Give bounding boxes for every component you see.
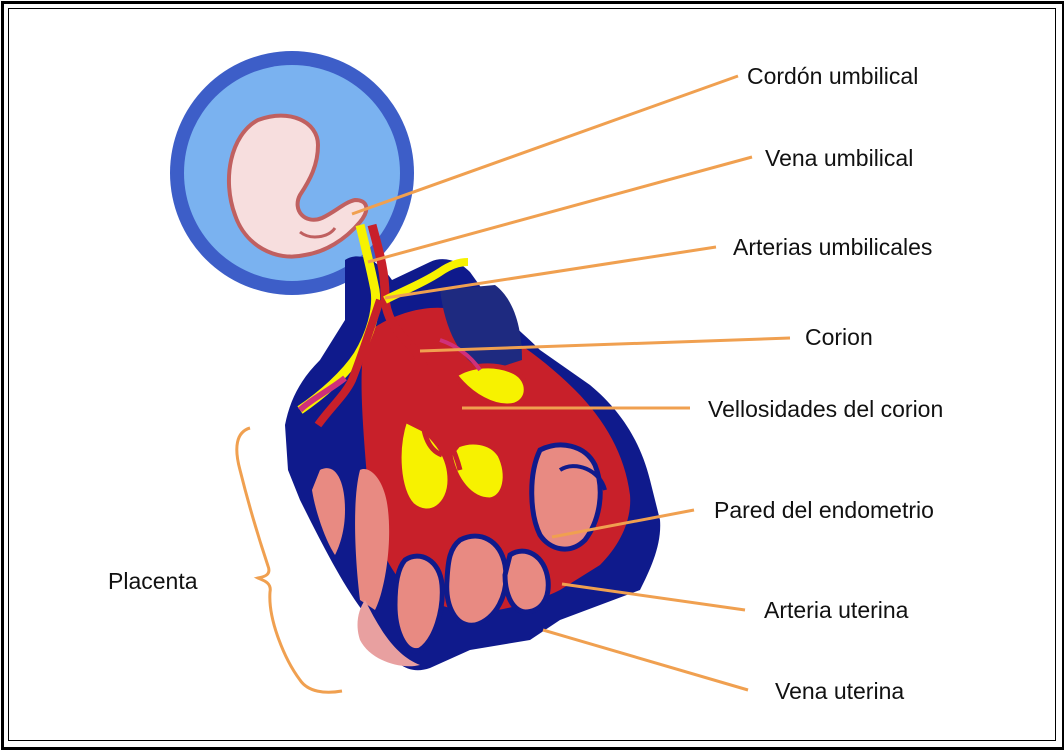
label-pared-endometrio: Pared del endometrio <box>714 496 934 524</box>
label-placenta: Placenta <box>108 567 198 595</box>
leader-vena-uterina <box>543 630 748 690</box>
label-vellosidades: Vellosidades del corion <box>708 395 943 423</box>
label-arterias-umbilicales: Arterias umbilicales <box>733 233 932 261</box>
leader-vena-umbilical <box>368 157 752 262</box>
label-arteria-uterina: Arteria uterina <box>764 596 908 624</box>
label-corion: Corion <box>805 323 873 351</box>
label-vena-umbilical: Vena umbilical <box>765 144 913 172</box>
label-cordon-umbilical: Cordón umbilical <box>747 62 918 90</box>
label-vena-uterina: Vena uterina <box>775 677 904 705</box>
